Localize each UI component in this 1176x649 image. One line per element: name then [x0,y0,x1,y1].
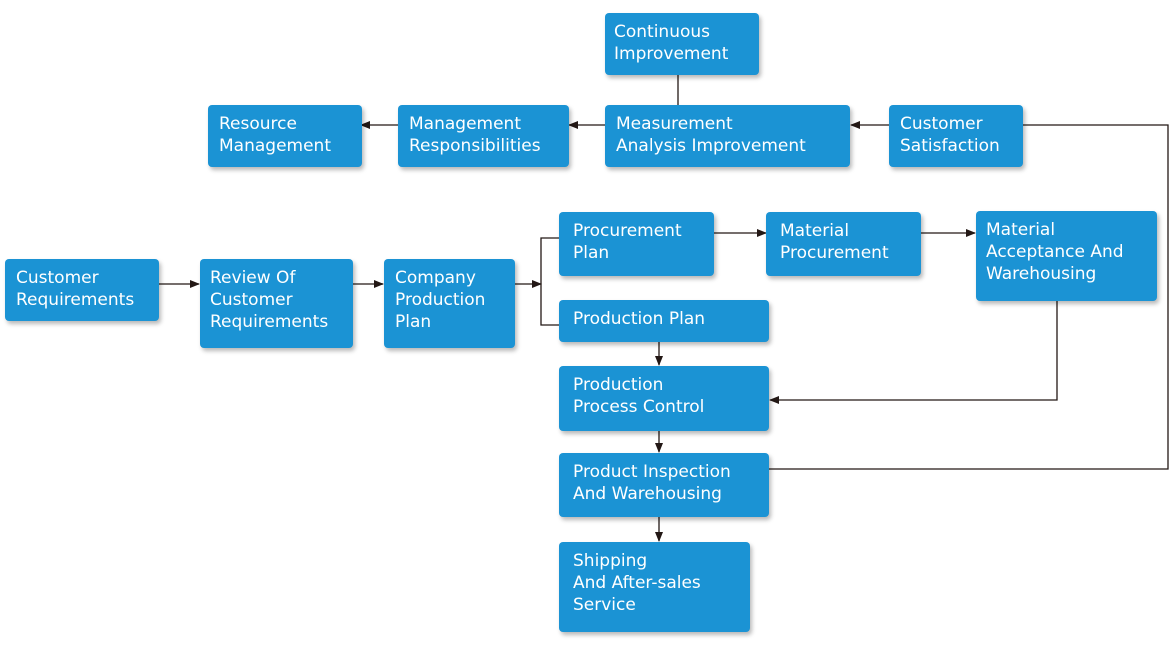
measurement-analysis-improvement-box: Measurement Analysis Improvement [605,105,850,167]
loop-inspection-to-satisfaction [769,124,1169,470]
resource-management-box: Resource Management [208,105,362,167]
production-plan-box: Production Plan [559,300,769,342]
material-acceptance-and-warehousing-box: Material Acceptance And Warehousing [976,211,1157,301]
review-of-customer-requirements-box: Review Of Customer Requirements [200,259,353,348]
split-bracket [540,237,559,326]
company-production-plan-box: Company Production Plan [384,259,515,348]
management-responsibilities-box: Management Responsibilities [398,105,569,167]
procurement-plan-box: Procurement Plan [559,212,714,276]
product-inspection-and-warehousing-box: Product Inspection And Warehousing [559,453,769,517]
continuous-improvement-box: Continuous Improvement [605,13,759,75]
customer-satisfaction-box: Customer Satisfaction [889,105,1023,167]
material-procurement-box: Material Procurement [766,212,921,276]
arrow-acceptance-to-process-control [769,301,1058,404]
shipping-and-after-sales-service-box: Shipping And After-sales Service [559,542,750,632]
customer-requirements-box: Customer Requirements [5,259,159,321]
production-process-control-box: Production Process Control [559,366,769,431]
